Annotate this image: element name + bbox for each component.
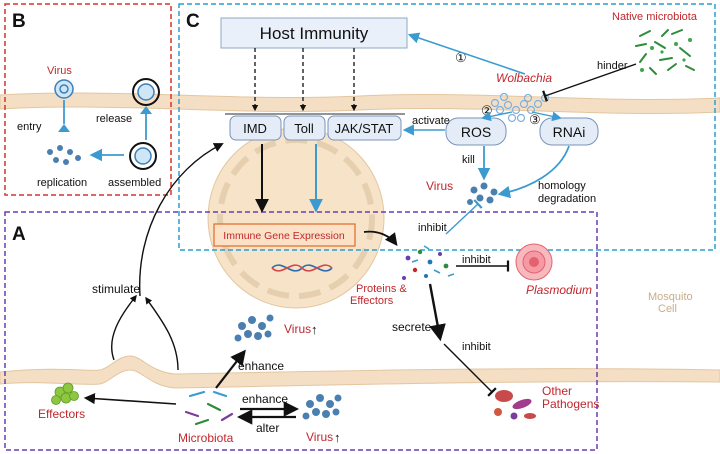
panel-c-box [178,3,716,251]
inhibit-low-label: inhibit [462,341,491,353]
panel-b-replication-image [47,145,81,165]
dna-strand [271,264,333,272]
panel-b-assembled-label: assembled [108,177,161,189]
panel-b-virus-image [54,79,74,99]
panel-b-replication-label: replication [37,177,87,189]
virus-up-2-arrow: ↑ [334,430,341,445]
panel-label-b: B [12,11,26,32]
rnai-box [539,117,599,146]
stimulate-label: stimulate [92,282,140,296]
jak-stat-box [327,115,402,141]
panel-b-assembled-image [129,142,157,170]
panel-b-virus-label: Virus [47,65,72,77]
ros-box [445,117,507,146]
enhance-label-1: enhance [238,359,284,373]
other-pathogens-image [494,390,536,420]
hinder-label: hinder [597,60,628,72]
kill-label: kill [462,154,475,166]
plasmodium-image [515,243,553,281]
inhibit-top-label: inhibit [418,222,447,234]
effectors-label: Effectors [38,407,85,421]
microbiota-label: Microbiota [178,431,234,445]
toll-box [283,115,326,141]
panel-b-box [4,3,172,196]
panel-b-release-image [132,78,160,106]
imd-label: IMD [243,121,267,136]
imd-box [229,115,282,141]
mosquito-cell-label-2: Cell [658,303,677,315]
panel-label-c: C [186,11,200,32]
jak-stat-label: JAK/STAT [335,121,394,136]
alter-label: alter [256,421,279,435]
rnai-label: RNAi [553,124,586,140]
microbiota-image [184,390,234,426]
host-immunity-label: Host Immunity [260,24,369,43]
virus-up-2-label: Virus [306,430,333,444]
panel-b-entry-label: entry [17,121,42,133]
virus-up-2-image [302,394,342,420]
effectors-image [51,382,79,405]
cell-membrane-bottom [0,355,720,389]
virus-c-image [467,182,498,205]
activate-label: activate [412,115,450,127]
mosquito-cell-label-1: Mosquito [648,291,693,303]
wolbachia-label: Wolbachia [496,71,552,85]
panel-b-release-label: release [96,113,132,125]
plasmodium-label: Plasmodium [526,283,592,297]
circled-two: ② [481,103,493,118]
other-pathogens-label-2: Pathogens [542,397,599,411]
homology-label-1: homology [538,180,586,192]
circled-three: ③ [529,112,541,127]
panel-a-box [4,211,598,451]
circled-one: ① [455,50,467,65]
nucleus [207,127,385,309]
proteins-label-1: Proteins & [356,283,407,295]
homology-label-2: degradation [538,193,596,205]
immune-gene-expression-label: Immune Gene Expression [223,230,345,242]
other-pathogens-label-1: Other [542,384,572,398]
toll-label: Toll [294,121,314,136]
proteins-effectors-image [402,245,455,280]
native-microbiota-image [635,29,695,75]
secrete-label: secrete [392,320,432,334]
inhibit-mid-label: inhibit [462,254,491,266]
virus-c-label: Virus [426,179,453,193]
native-microbiota-label: Native microbiota [612,11,698,23]
enhance-label-2: enhance [242,392,288,406]
cell-membrane-top [0,92,720,115]
host-immunity-box [220,17,408,49]
ros-label: ROS [461,124,491,140]
virus-up-1-label: Virus [284,322,311,336]
virus-up-1-arrow: ↑ [311,322,318,337]
proteins-label-2: Effectors [350,295,394,307]
panel-label-a: A [12,224,26,245]
immune-gene-expression-box [213,223,356,247]
virus-up-1-image [234,314,274,342]
